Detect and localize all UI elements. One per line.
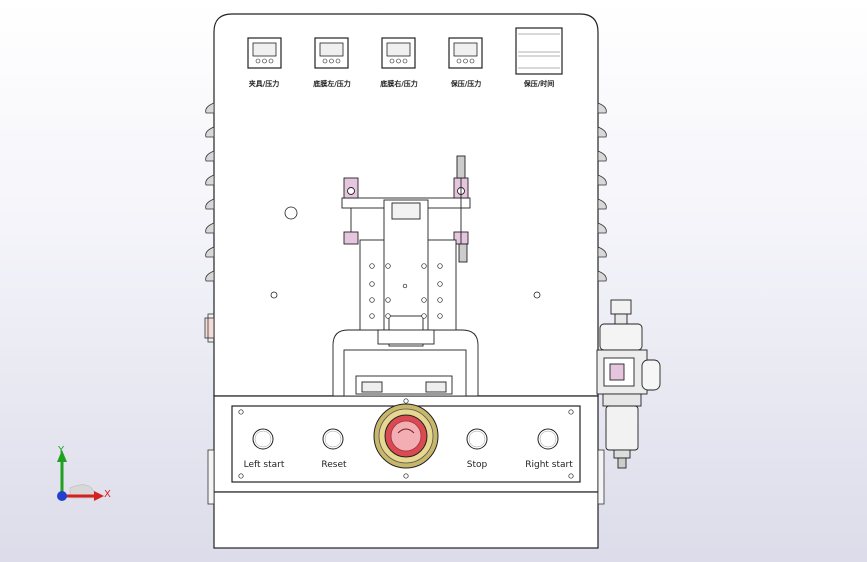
gauge-3-label: 底膜右/压力 [380,79,418,88]
side-connector [204,313,215,343]
gauge-1 [247,37,282,69]
y-axis-arrow [57,450,67,462]
coordinate-triad: X Y [57,445,111,501]
stop-button[interactable] [466,428,488,450]
x-axis-arrow [94,491,104,501]
left-cooling-fins [205,102,215,282]
gauge-3 [381,37,416,69]
reset-button[interactable] [322,428,344,450]
gauge-2 [314,37,349,69]
gauge-2-label: 底膜左/压力 [313,79,351,88]
air-filter-regulator [596,299,661,469]
fixture-assembly [332,155,479,397]
z-axis-marker [57,491,67,501]
right-start-button[interactable] [537,428,559,450]
fixture-screws [369,263,443,319]
left-start-label: Left start [244,460,285,470]
reset-label: Reset [321,460,347,470]
lower-side-brackets [207,449,605,505]
timer-module [515,27,563,75]
panel-holes [270,206,541,299]
timer-label: 保压/时间 [523,79,555,88]
y-axis-label: Y [57,445,65,456]
gauge-4 [448,37,483,69]
left-start-button[interactable] [252,428,274,450]
right-cooling-fins [597,102,607,282]
stop-label: Stop [467,460,488,470]
gauge-4-label: 保压/压力 [450,79,482,88]
x-axis-label: X [104,489,111,500]
gauge-1-label: 夹具/压力 [249,79,280,88]
right-start-label: Right start [525,460,573,470]
emergency-stop-button[interactable] [373,403,439,469]
